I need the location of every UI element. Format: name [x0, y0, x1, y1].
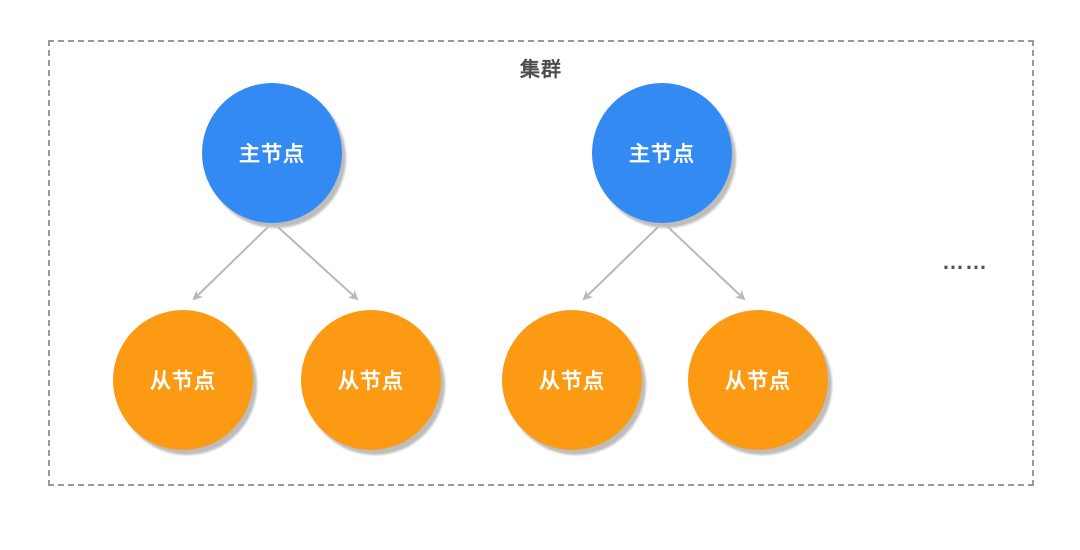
slave-node-4: 从节点 — [688, 310, 828, 450]
slave-node-2: 从节点 — [301, 310, 441, 450]
cluster-boundary — [48, 40, 1034, 486]
slave-node-3: 从节点 — [502, 310, 642, 450]
master-node-2: 主节点 — [592, 83, 732, 223]
more-clusters-ellipsis: …… — [942, 249, 988, 274]
master-node-1: 主节点 — [202, 83, 342, 223]
cluster-title: 集群 — [520, 59, 562, 81]
slave-node-1: 从节点 — [113, 310, 253, 450]
